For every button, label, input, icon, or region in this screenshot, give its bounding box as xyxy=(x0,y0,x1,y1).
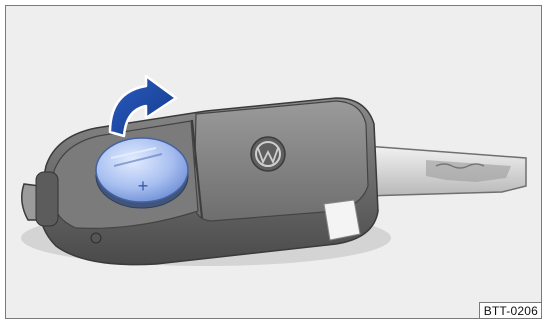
key-battery-illustration: + xyxy=(6,6,542,319)
figure-code-label: BTT-0206 xyxy=(479,302,541,318)
figure-frame: + BTT-0206 xyxy=(5,5,542,319)
key-fob-body xyxy=(22,98,378,265)
coin-battery: + xyxy=(96,138,188,208)
key-blade xyxy=(366,146,526,196)
battery-plus-icon: + xyxy=(138,176,149,196)
vw-logo-icon xyxy=(251,137,285,171)
